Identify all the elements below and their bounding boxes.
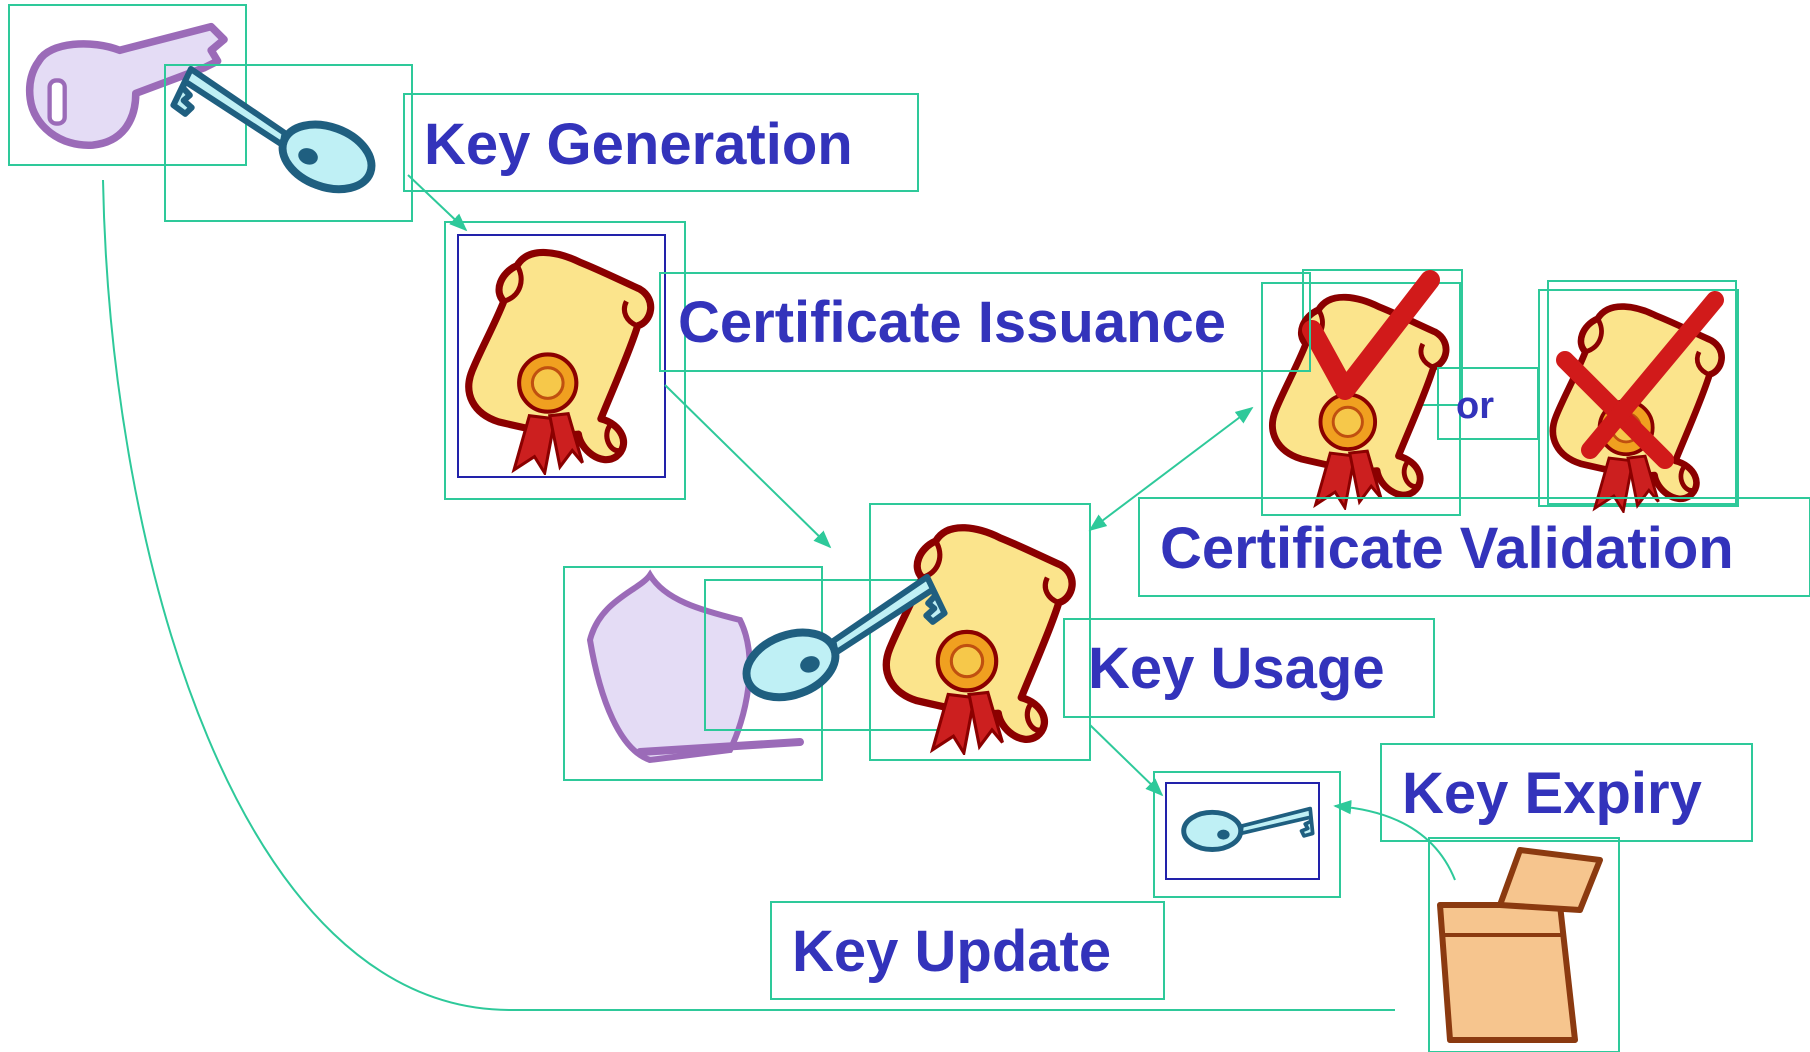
- small-key-icon: [1153, 771, 1341, 898]
- key-usage-certificate-icon: [704, 503, 1091, 761]
- certificate-validation-label: Certificate Validation: [1138, 497, 1810, 597]
- key-generation-text: Key Generation: [424, 112, 853, 177]
- trash-bin-icon: [1428, 837, 1620, 1052]
- old-key-icon: [8, 4, 247, 166]
- key-usage-label: Key Usage: [1063, 618, 1435, 718]
- new-key-icon: [165, 65, 413, 222]
- arrow-issuance-to-usage: [664, 384, 832, 549]
- arrow-bin-to-small-key: [1333, 799, 1456, 881]
- certificate-valid-icon: [1261, 269, 1463, 516]
- key-update-return-curve: [102, 179, 1395, 1011]
- certificate-validation-text: Certificate Validation: [1160, 516, 1734, 581]
- certificate-icon: [444, 221, 686, 500]
- or-label: or: [1437, 367, 1539, 440]
- key-update-text: Key Update: [792, 919, 1111, 984]
- or-text: or: [1456, 385, 1494, 427]
- arrow-usage-to-expiry: [1089, 724, 1164, 797]
- certificate-invalid-icon: [1538, 280, 1739, 511]
- certificate-issuance-label: Certificate Issuance: [659, 272, 1311, 372]
- arrow-gen-to-issuance: [407, 174, 468, 232]
- key-usage-text: Key Usage: [1088, 636, 1385, 701]
- arrow-validation-usage: [1088, 406, 1254, 532]
- certificate-issuance-text: Certificate Issuance: [678, 290, 1226, 355]
- key-expiry-label: Key Expiry: [1380, 743, 1753, 842]
- key-expiry-text: Key Expiry: [1402, 761, 1702, 826]
- key-generation-label: Key Generation: [403, 93, 919, 192]
- key-update-label: Key Update: [770, 901, 1165, 1000]
